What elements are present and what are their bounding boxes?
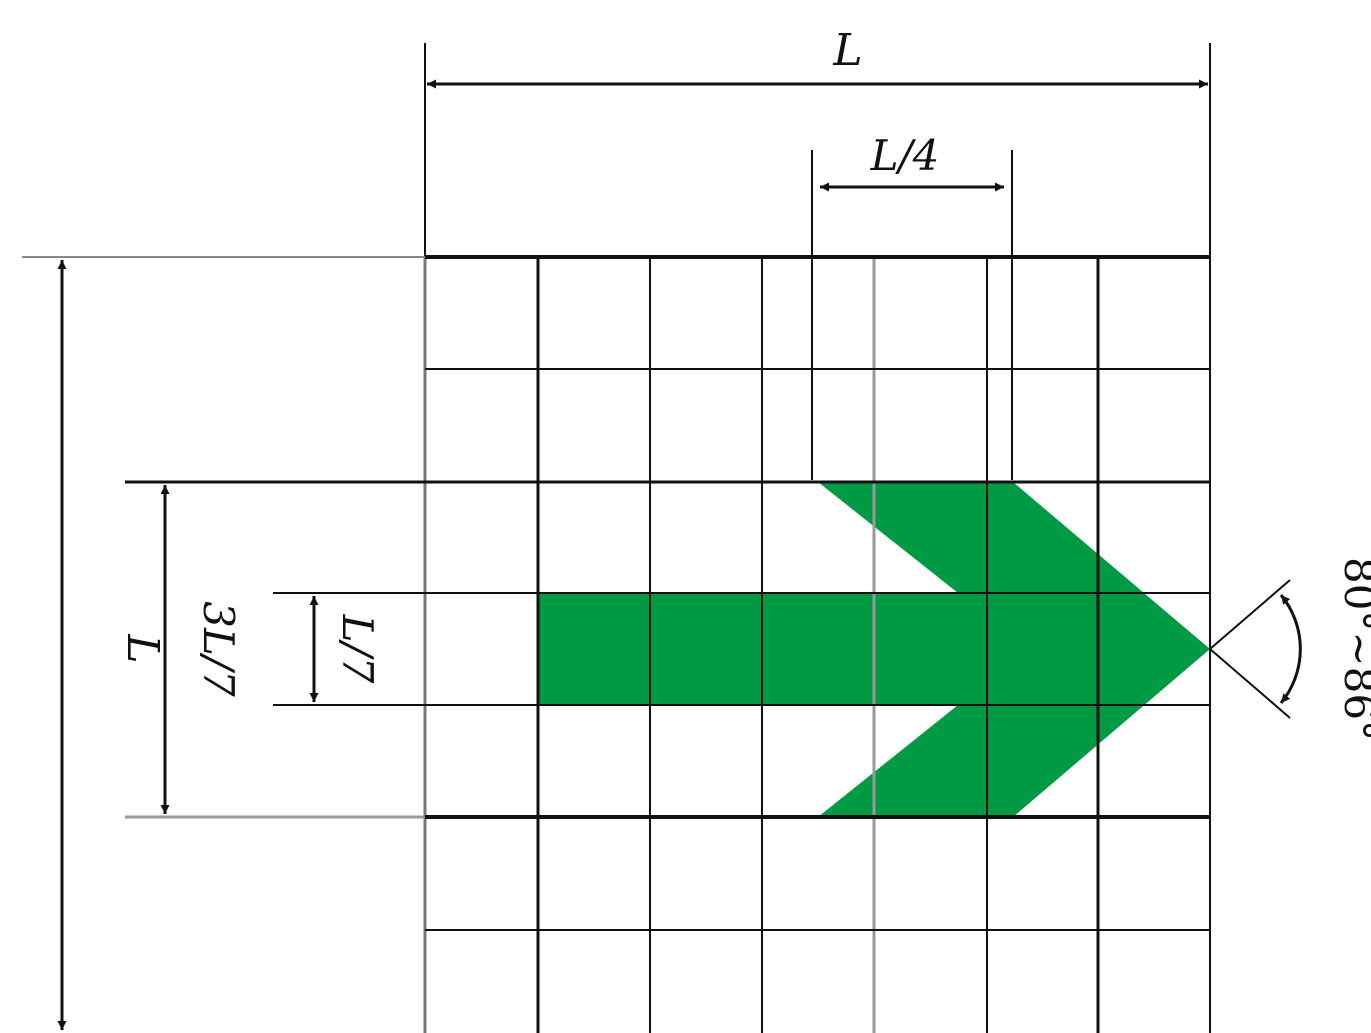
label-quarter-width: L/4 [870,131,940,180]
label-angle-range: 80°~86° [1335,557,1371,741]
angle-arc [1279,594,1302,704]
arrow-shaft [538,593,958,705]
label-left-height: L [117,633,168,663]
label-three-sevenths: 3L/7 [194,601,243,697]
label-one-seventh: L/7 [333,614,382,684]
grid [423,43,1211,1033]
dimension-lines [57,79,1208,1030]
extension-lines [22,43,1013,819]
label-top-width: L [832,25,862,76]
arrow-shape [538,482,1210,817]
arrow-head [818,482,1210,817]
angle-leg-upper [1209,579,1291,650]
angle-leg-lower [1209,648,1291,719]
angle-annotation [1209,579,1302,719]
